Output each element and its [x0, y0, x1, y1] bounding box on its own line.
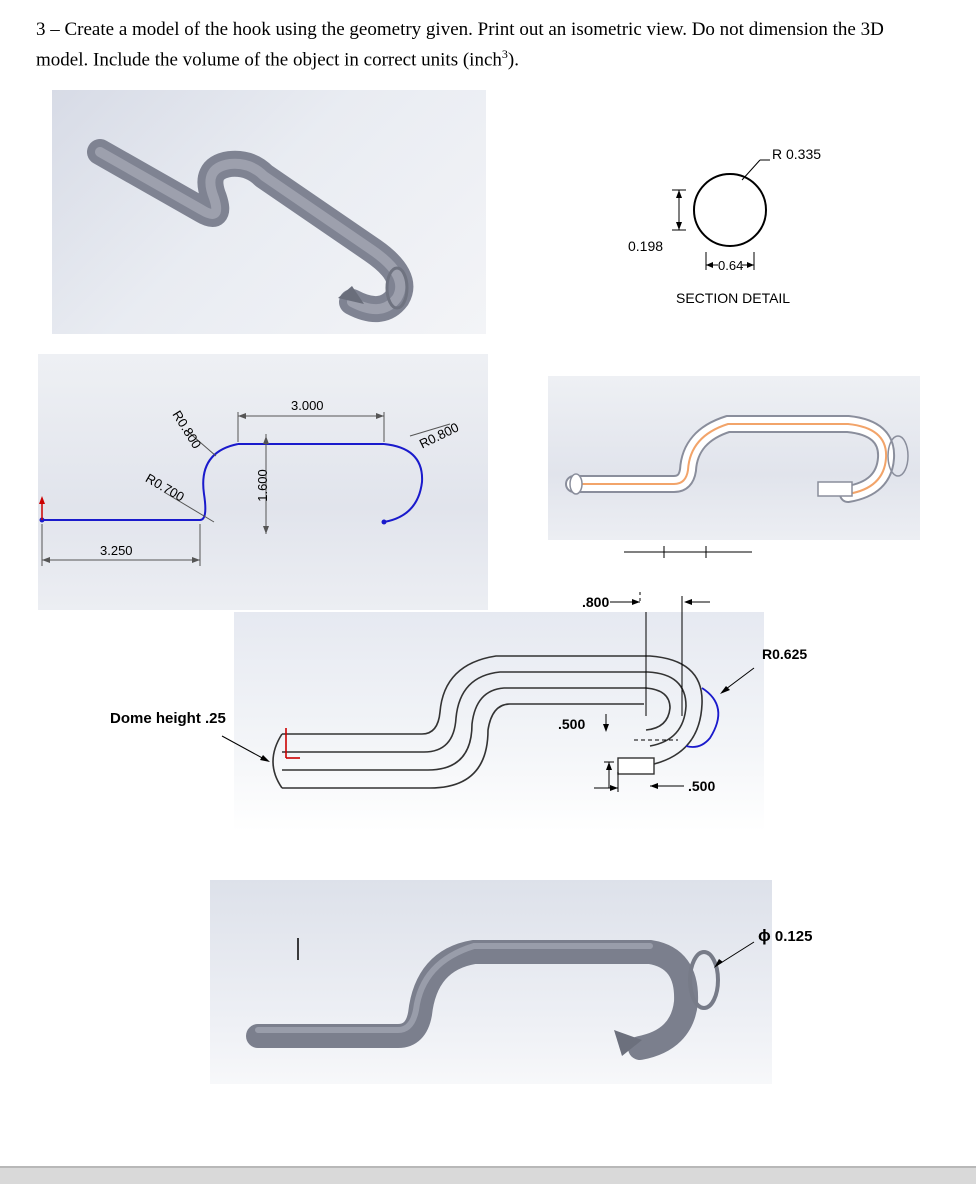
final-hook-render: [246, 938, 755, 1060]
section-radius-label: R 0.335: [772, 146, 822, 162]
diameter-label: ϕ 0.125: [758, 926, 812, 946]
dim-800: .800: [582, 594, 610, 610]
final-model-view: ϕ 0.125: [210, 880, 812, 1084]
section-detail: R 0.335 0.198 0.64 SECTION DETAIL: [620, 140, 860, 310]
diameter-value: 0.125: [774, 928, 813, 945]
sketch-profile: [39, 412, 451, 566]
hook-detail-view: Dome height .25 .800 .500 .500 R0.625: [110, 592, 807, 832]
sectioned-hook-render: [565, 415, 909, 503]
diameter-symbol: ϕ: [758, 926, 771, 945]
hook-detail-drawing: [221, 592, 755, 792]
document-bottom-bar: [0, 1166, 976, 1184]
sketch-bottom-length: 3.250: [100, 543, 133, 558]
sketch-top-length: 3.000: [291, 398, 324, 413]
section-width-label: 0.64: [718, 258, 744, 273]
dim-500-bottom: .500: [688, 778, 716, 794]
instructions-line-2: model. Include the volume of the object …: [36, 42, 956, 72]
dim-500-left: .500: [558, 716, 586, 732]
dome-height-label: Dome height .25: [110, 710, 226, 727]
instructions-line-2-text: model. Include the volume of the object …: [36, 49, 502, 71]
instructions-text: 3 – Create a model of the hook using the…: [36, 18, 956, 72]
sectioned-model-view: [548, 376, 920, 540]
radius-0625-label: R0.625: [762, 646, 808, 662]
top-dimension-marks: [624, 546, 752, 558]
instructions-line-2-end: ).: [507, 49, 519, 71]
section-detail-title: SECTION DETAIL: [676, 290, 791, 306]
section-detail-drawing: [672, 159, 770, 270]
instructions-line-1: 3 – Create a model of the hook using the…: [36, 19, 884, 40]
units-superscript: 3: [501, 47, 508, 61]
sketch-view: 3.000 3.250 1.600 R0.800 R0.700 R0.800: [38, 354, 488, 610]
sketch-height: 1.600: [254, 469, 270, 502]
isometric-hook-render: [87, 139, 414, 322]
section-depth-label: 0.198: [628, 238, 664, 254]
isometric-model-view: [52, 90, 486, 334]
